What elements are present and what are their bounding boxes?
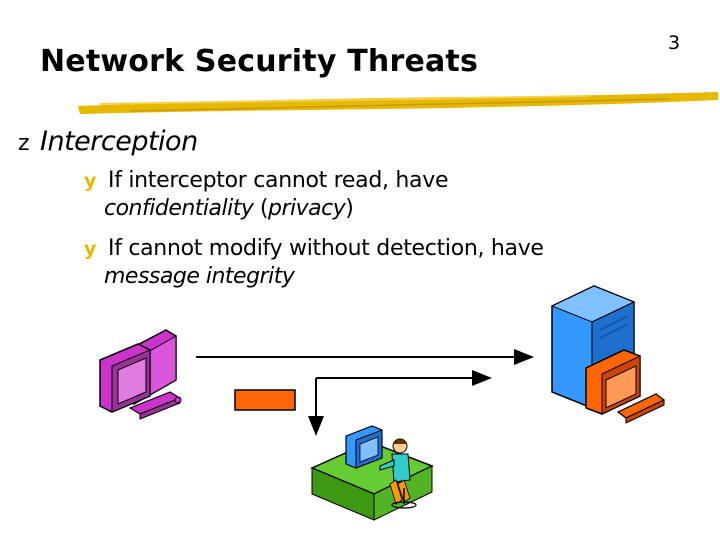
term-message-integrity: message integrity	[104, 264, 295, 289]
sub-bullet-text: If interceptor cannot read, have	[108, 168, 449, 193]
sender-computer-icon	[99, 329, 182, 420]
y-bullet-icon: y	[84, 238, 97, 260]
slide-title: Network Security Threats	[40, 44, 479, 79]
bullet-text: Interception	[40, 126, 198, 157]
intercepted-message-icon	[234, 389, 296, 411]
paren-open: (	[259, 196, 269, 221]
paren-close: )	[345, 196, 354, 221]
sub-bullet-integrity: y If cannot modify without detection, ha…	[84, 236, 544, 261]
bullet-interception: z Interception	[18, 126, 198, 157]
y-bullet-icon: y	[84, 170, 97, 192]
title-underline-brush	[78, 92, 718, 114]
server-computer-icon	[550, 285, 666, 424]
sub-bullet-text: If cannot modify without detection, have	[108, 236, 544, 261]
z-bullet-icon: z	[18, 131, 30, 156]
term-privacy: privacy	[267, 196, 346, 221]
interceptor-person-icon	[310, 425, 434, 521]
page-number: 3	[668, 32, 681, 54]
sub-bullet-confidentiality: y If interceptor cannot read, have	[84, 168, 448, 193]
sub-bullet-continuation: confidentiality (privacy)	[104, 196, 354, 221]
term-confidentiality: confidentiality	[104, 196, 254, 221]
